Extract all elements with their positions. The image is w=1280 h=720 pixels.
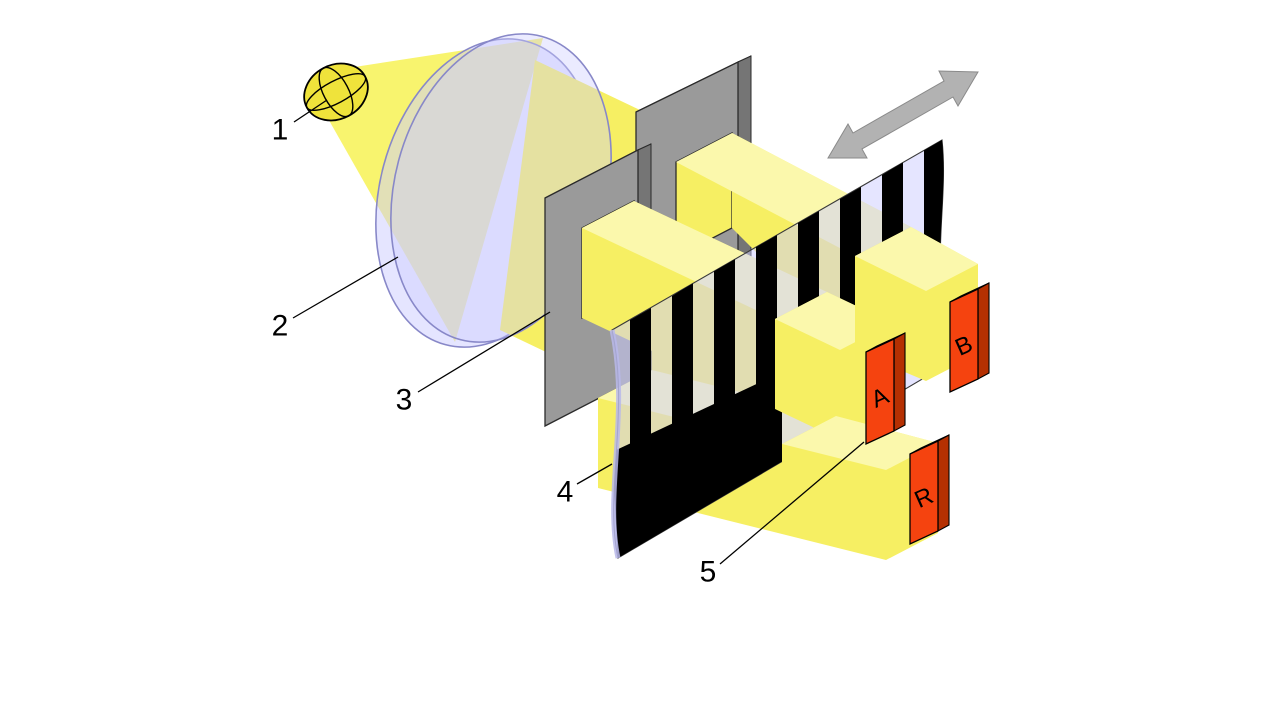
detector-a-front-face — [865, 337, 895, 446]
callout-line-1 — [293, 99, 328, 123]
beam-r-post-top — [782, 416, 938, 470]
photodetector-a: A — [865, 332, 906, 446]
callout-label-4: 4 — [557, 476, 574, 509]
callout-label-3: 3 — [396, 384, 413, 417]
photodetector-r: R — [909, 434, 950, 546]
callout-line-5 — [719, 441, 865, 565]
detector-a-side-face — [893, 332, 906, 432]
callout-line-2 — [292, 256, 399, 319]
opaque-area — [612, 372, 782, 558]
code-strip-left-edge — [609, 329, 622, 559]
detector-r-side-face — [937, 434, 950, 532]
callout-label-1: 1 — [272, 114, 289, 147]
callouts: 1 2 3 4 5 — [272, 99, 865, 589]
callout-label-2: 2 — [272, 310, 289, 343]
callout-line-4 — [576, 463, 613, 485]
lamp-filament-line — [318, 66, 354, 118]
photodetector-b: B — [949, 282, 990, 394]
detector-r-front-face — [909, 439, 939, 546]
callout-label-5: 5 — [700, 556, 717, 589]
lamp-filament-line — [305, 73, 367, 111]
motion-arrow-icon — [827, 70, 979, 159]
beam-b-post-top — [855, 227, 978, 291]
detector-b-front-face — [949, 287, 979, 394]
light-source — [303, 62, 369, 122]
detector-b-side-face — [977, 282, 990, 380]
callout-line-3 — [417, 311, 551, 393]
